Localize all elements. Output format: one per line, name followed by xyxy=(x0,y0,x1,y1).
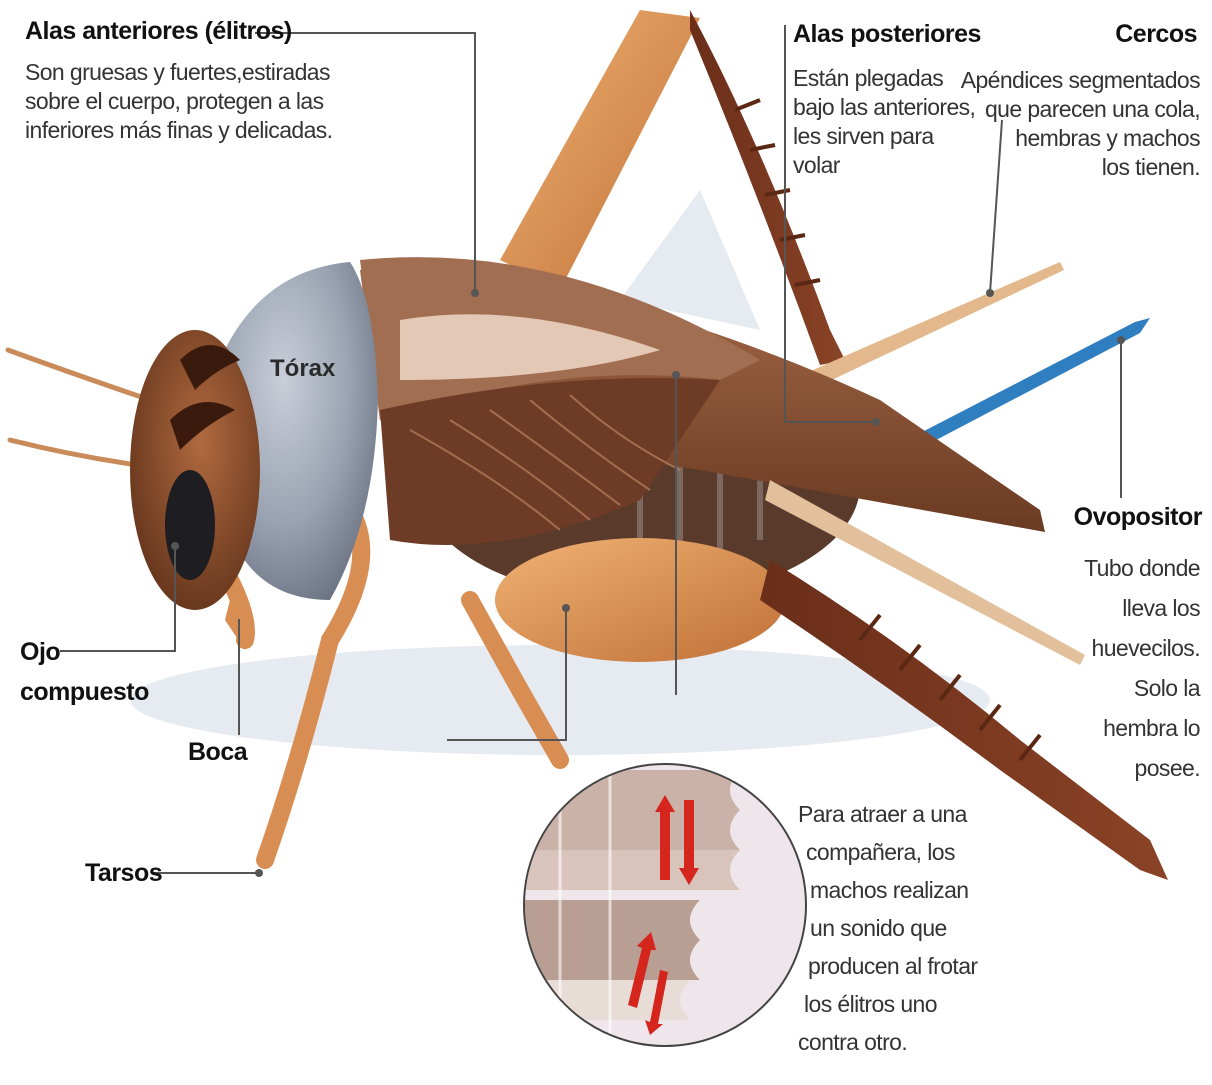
label-alas-posteriores-title: Alas posteriores xyxy=(793,20,981,49)
label-boca: Boca xyxy=(188,738,247,767)
label-sonido-desc: Para atraer a una compañera, los machos … xyxy=(798,795,977,1061)
label-alas-posteriores-desc: Están plegadas bajo las anteriores, les … xyxy=(793,64,975,180)
desc-line: posee. xyxy=(1084,748,1200,788)
cercus-upper xyxy=(790,262,1064,395)
desc-line: contra otro. xyxy=(798,1023,977,1061)
desc-line: hembras y machos xyxy=(961,124,1200,153)
desc-line: que parecen una cola, xyxy=(961,95,1200,124)
desc-line: hembra lo xyxy=(1084,708,1200,748)
desc-line: Están plegadas xyxy=(793,64,975,93)
desc-line: huevecilos. xyxy=(1084,628,1200,668)
desc-line: los tienen. xyxy=(961,153,1200,182)
desc-line: inferiores más finas y delicadas. xyxy=(25,116,332,145)
label-ovopositor-title: Ovopositor xyxy=(1074,503,1202,532)
label-ovopositor-desc: Tubo donde lleva los huevecilos. Solo la… xyxy=(1084,548,1200,788)
label-torax: Tórax xyxy=(270,355,335,383)
desc-line: bajo las anteriores, xyxy=(793,93,975,122)
desc-line: producen al frotar xyxy=(798,947,977,985)
label-alas-anteriores-desc: Son gruesas y fuertes,estiradas sobre el… xyxy=(25,58,332,145)
magnifier-detail xyxy=(520,720,806,1050)
desc-line: Apéndices segmentados xyxy=(961,66,1200,95)
desc-line: les sirven para xyxy=(793,122,975,151)
desc-line: Solo la xyxy=(1084,668,1200,708)
desc-line: Son gruesas y fuertes,estiradas xyxy=(25,58,332,87)
label-cercos-title: Cercos xyxy=(1115,20,1197,49)
desc-line: los élitros uno xyxy=(798,985,977,1023)
desc-line: Para atraer a una xyxy=(798,795,977,833)
desc-line: Tubo donde xyxy=(1084,548,1200,588)
label-line: Ojo xyxy=(20,632,149,672)
desc-line: compañera, los xyxy=(798,833,977,871)
label-tarsos: Tarsos xyxy=(85,859,162,888)
desc-line: lleva los xyxy=(1084,588,1200,628)
desc-line: sobre el cuerpo, protegen a las xyxy=(25,87,332,116)
label-cercos-desc: Apéndices segmentados que parecen una co… xyxy=(961,66,1200,182)
label-line: compuesto xyxy=(20,672,149,712)
desc-line: machos realizan xyxy=(798,871,977,909)
label-ojo-compuesto: Ojo compuesto xyxy=(20,632,149,712)
label-alas-anteriores-title: Alas anteriores (élitros) xyxy=(25,17,292,46)
desc-line: volar xyxy=(793,151,975,180)
desc-line: un sonido que xyxy=(798,909,977,947)
